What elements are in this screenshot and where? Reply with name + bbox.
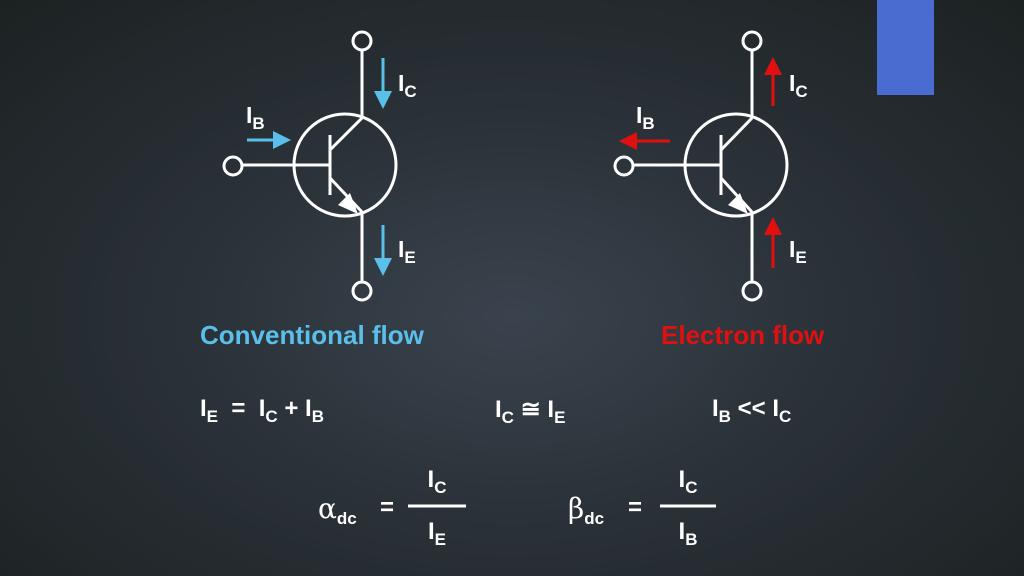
collector-lead-diagonal (719, 116, 754, 152)
beta-equals: = (628, 494, 643, 521)
alpha-equals: = (380, 494, 395, 521)
conventional-flow-caption: Conventional flow (200, 320, 424, 350)
label-ie-electron: IE (789, 236, 807, 267)
label-ic-electron: IC (789, 70, 808, 101)
electron-current-arrows (619, 57, 782, 268)
electron-flow-caption: Electron flow (661, 320, 825, 350)
approx-equation: IC ≅ IE (495, 396, 566, 427)
much-less-equation: IB << IC (712, 395, 792, 426)
accent-rectangle (877, 0, 934, 95)
current-sum-equation: IE = IC + IB (200, 395, 324, 426)
beta-denominator: IB (678, 518, 698, 549)
base-terminal (222, 155, 244, 177)
emitter-arrow-head (728, 193, 748, 214)
emitter-arrow-head (338, 193, 358, 214)
emitter-terminal (351, 280, 373, 302)
beta-numerator: IC (678, 466, 698, 497)
collector-terminal (351, 30, 373, 52)
collector-terminal (741, 30, 763, 52)
collector-lead-diagonal (328, 116, 364, 152)
emitter-terminal (741, 280, 763, 302)
label-ic-conventional: IC (398, 70, 417, 101)
label-ib-conventional: IB (246, 102, 265, 133)
label-ib-electron: IB (636, 102, 655, 133)
emitter-lead-diagonal (719, 176, 754, 214)
base-terminal (613, 155, 635, 177)
npn-transistor-electron (613, 30, 789, 302)
alpha-denominator: IE (427, 518, 446, 549)
npn-transistor-conventional (222, 30, 398, 302)
conventional-current-arrows (247, 58, 392, 276)
alpha-numerator: IC (427, 466, 447, 497)
emitter-lead-diagonal (328, 176, 364, 214)
alpha-symbol: αdc (318, 492, 357, 528)
beta-symbol: βdc (568, 492, 605, 528)
label-ie-conventional: IE (398, 236, 416, 267)
